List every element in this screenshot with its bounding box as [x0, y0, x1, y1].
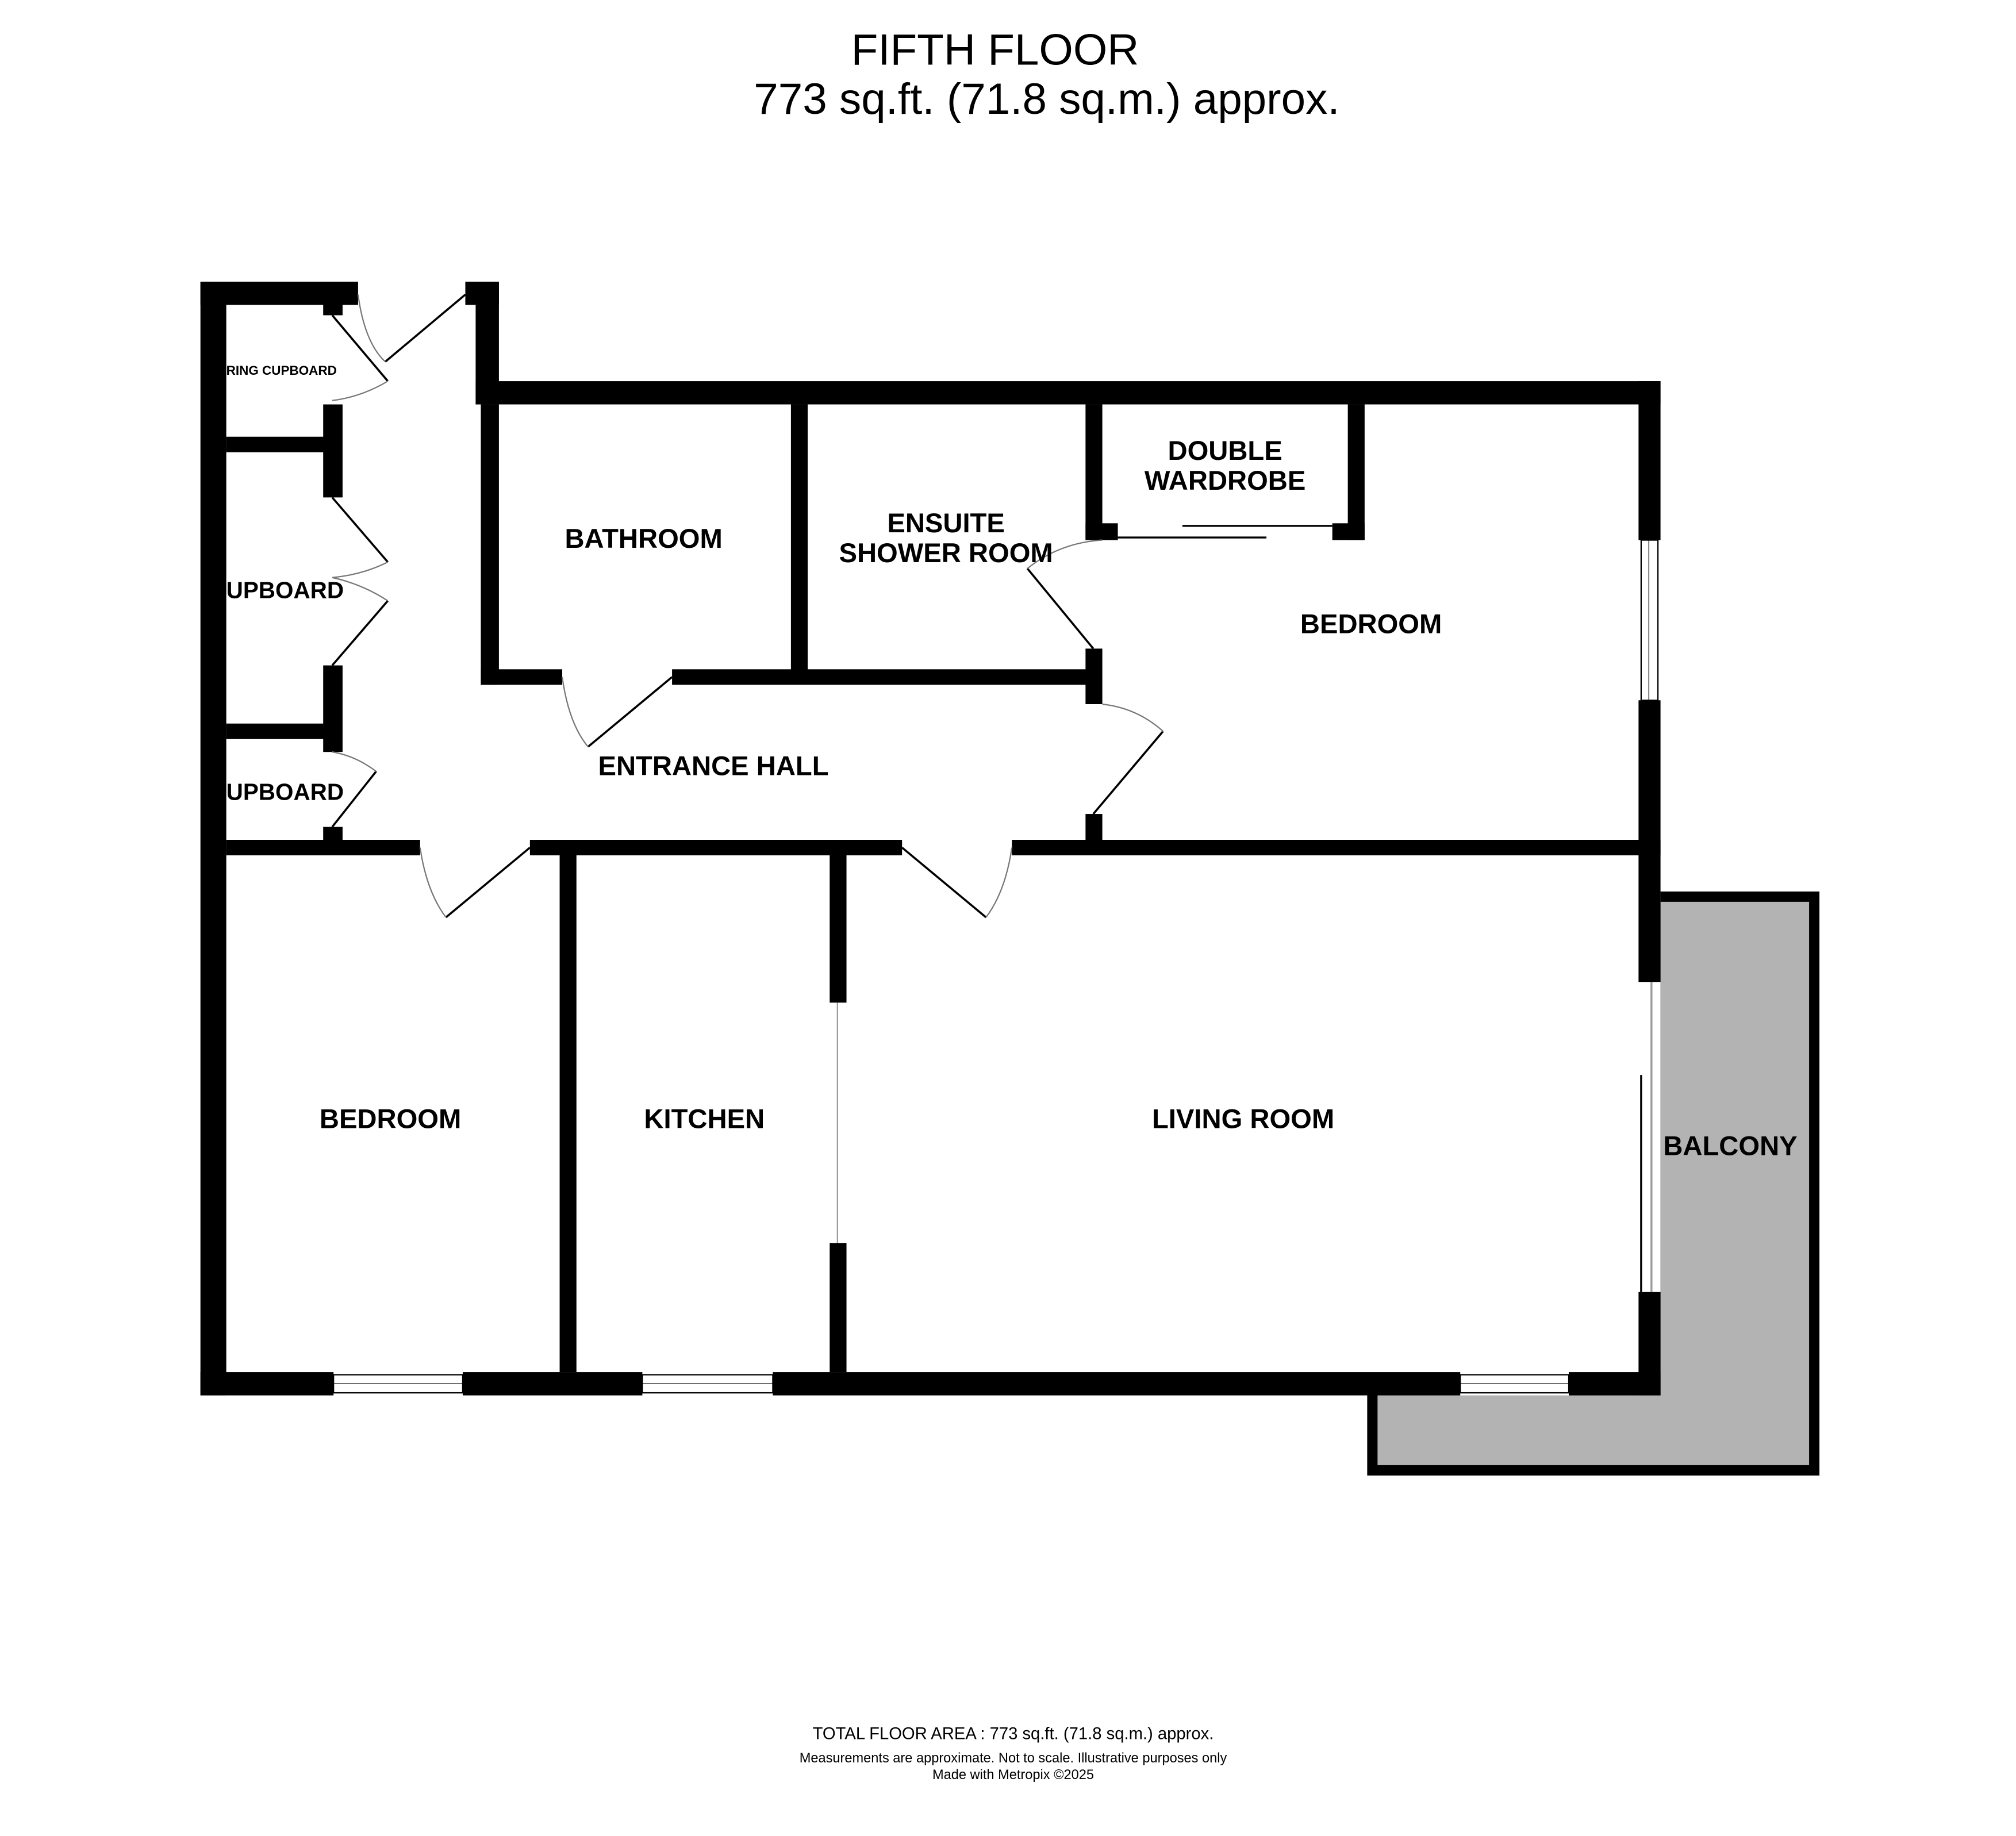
room-label-cupboard-1: UPBOARD [226, 577, 344, 604]
room-labels: RING CUPBOARD UPBOARD UPBOARD BATHROOM E… [226, 363, 1798, 1162]
room-label-kitchen: KITCHEN [644, 1104, 765, 1134]
walls [200, 282, 1661, 1396]
room-label-cupboard-2: UPBOARD [226, 778, 344, 805]
room-label-balcony: BALCONY [1663, 1131, 1797, 1161]
footer-total-area: TOTAL FLOOR AREA : 773 sq.ft. (71.8 sq.m… [813, 1724, 1214, 1743]
floor-area: 773 sq.ft. (71.8 sq.m.) approx. [754, 75, 1339, 124]
room-label-airing-cupboard: RING CUPBOARD [226, 363, 337, 378]
room-label-wardrobe-2: WARDROBE [1145, 466, 1305, 496]
room-label-living-room: LIVING ROOM [1152, 1104, 1334, 1134]
windows [333, 525, 1659, 1394]
room-label-bathroom: BATHROOM [565, 524, 722, 554]
room-label-bedroom-main: BEDROOM [1300, 609, 1442, 639]
room-label-ensuite: ENSUITE [887, 508, 1005, 539]
doors [331, 294, 1164, 919]
footer-credit: Made with Metropix ©2025 [932, 1768, 1094, 1783]
floor-title: FIFTH FLOOR [851, 25, 1139, 74]
balcony-area [1367, 891, 1820, 1476]
room-label-entrance-hall: ENTRANCE HALL [598, 751, 828, 782]
room-label-wardrobe: DOUBLE [1168, 436, 1282, 466]
room-label-bedroom-2: BEDROOM [320, 1104, 461, 1134]
footer-disclaimer: Measurements are approximate. Not to sca… [800, 1751, 1227, 1766]
room-label-ensuite-2: SHOWER ROOM [839, 538, 1053, 569]
